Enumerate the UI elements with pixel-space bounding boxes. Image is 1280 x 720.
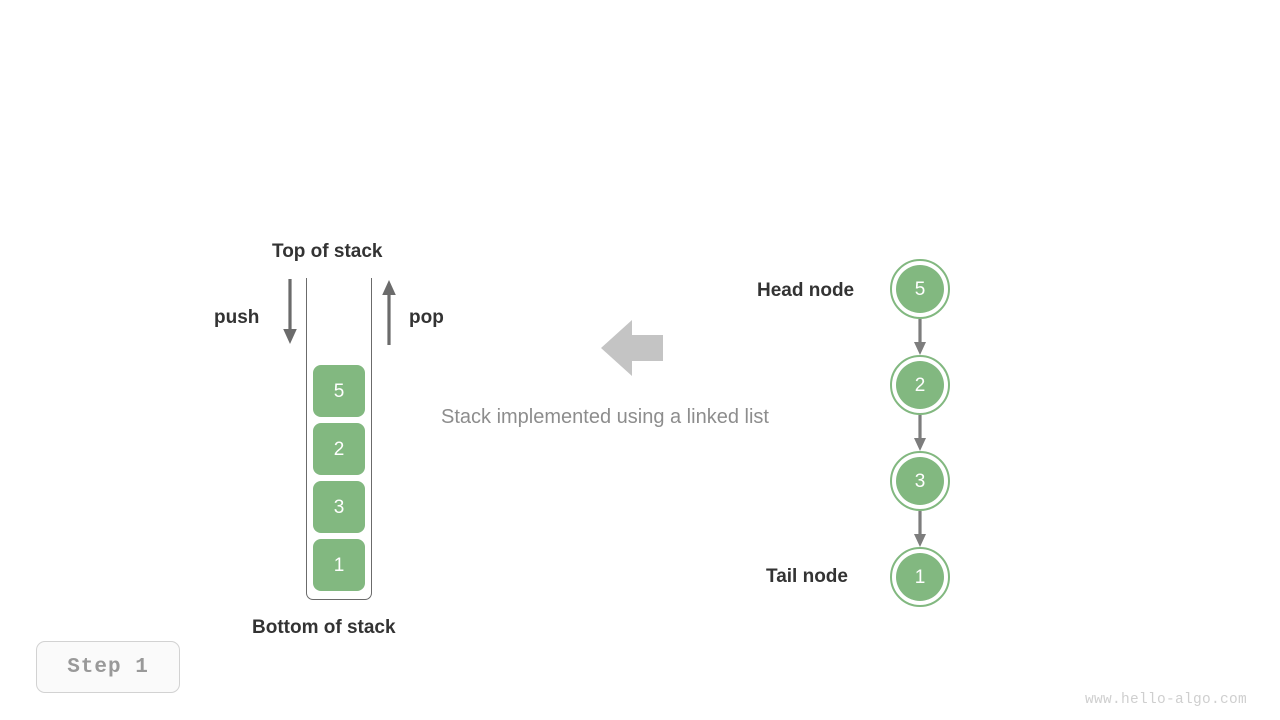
pop-arrow-up-icon (382, 280, 396, 345)
link-arrow-down-icon (914, 415, 926, 451)
stack-container (306, 278, 372, 600)
push-label: push (214, 307, 260, 328)
linked-list-node[interactable]: 2 (890, 355, 950, 415)
linked-list-node-value: 5 (896, 265, 944, 313)
stack-cell[interactable]: 5 (313, 365, 365, 417)
top-of-stack-label: Top of stack (272, 241, 383, 262)
stack-cell[interactable]: 1 (313, 539, 365, 591)
push-arrow-down-icon (283, 279, 297, 344)
stack-cell[interactable]: 2 (313, 423, 365, 475)
link-arrow-down-icon (914, 319, 926, 355)
relation-arrow-left-icon (601, 320, 663, 376)
watermark-url: www.hello-algo.com (1084, 692, 1247, 708)
bottom-of-stack-label: Bottom of stack (252, 617, 396, 638)
diagram-caption: Stack implemented using a linked list (441, 406, 769, 428)
step-badge[interactable]: Step 1 (36, 641, 180, 693)
linked-list-node[interactable]: 5 (890, 259, 950, 319)
linked-list-node-value: 3 (896, 457, 944, 505)
linked-list-node-value: 1 (896, 553, 944, 601)
stack-cell[interactable]: 3 (313, 481, 365, 533)
link-arrow-down-icon (914, 511, 926, 547)
linked-list-node[interactable]: 1 (890, 547, 950, 607)
pop-label: pop (409, 307, 444, 328)
linked-list-node-value: 2 (896, 361, 944, 409)
linked-list-node[interactable]: 3 (890, 451, 950, 511)
tail-node-label: Tail node (766, 566, 848, 587)
head-node-label: Head node (757, 280, 855, 301)
